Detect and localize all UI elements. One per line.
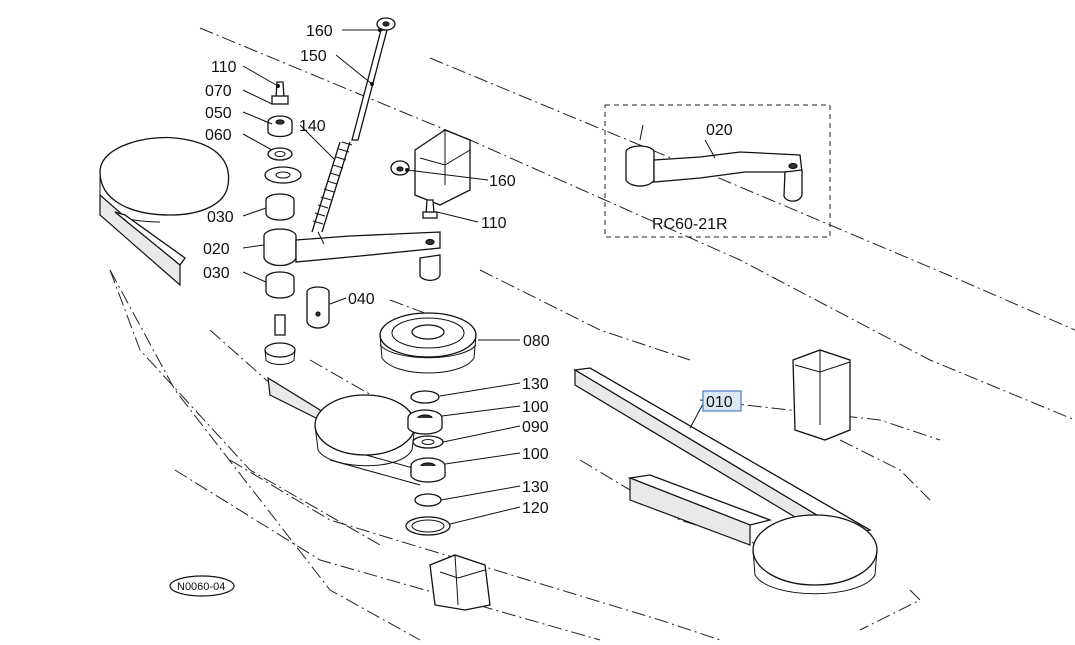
label-080: 080 (523, 333, 550, 350)
leader-lines (242, 29, 704, 525)
part-080-idler-pulley (379, 312, 477, 374)
label-140: 140 (299, 118, 326, 135)
part-050-washer (267, 147, 293, 161)
label-090: 090 (522, 419, 549, 436)
label-110-left: 110 (211, 59, 237, 76)
deck-bracket-bottom (429, 554, 491, 611)
label-110-right: 110 (481, 215, 507, 232)
right-spindle-pulley (752, 514, 878, 595)
label-100-top: 100 (522, 399, 549, 416)
label-020: 020 (203, 241, 230, 258)
label-130-bottom: 130 (522, 479, 549, 496)
part-160-nut-right (390, 160, 410, 176)
center-spindle-pulley (314, 394, 416, 467)
label-030-top: 030 (207, 209, 234, 226)
deck-outline (109, 27, 1075, 641)
part-120-snap-ring (405, 516, 451, 536)
label-030-bottom: 030 (203, 265, 230, 282)
label-070: 070 (205, 83, 232, 100)
inset-caption: RC60-21R (652, 216, 728, 233)
label-130-top: 130 (522, 376, 549, 393)
drawing-code: N0060-04 (177, 581, 225, 593)
part-110-bolt-left (271, 81, 289, 105)
highlight-010 (702, 390, 742, 412)
tension-bracket-block (414, 129, 471, 206)
part-100-bearing-top (407, 409, 443, 435)
label-120: 120 (522, 500, 549, 517)
label-150: 150 (300, 48, 327, 65)
part-130-snap-ring-bottom (414, 493, 442, 507)
label-050: 050 (205, 105, 232, 122)
part-150-rod (351, 17, 396, 141)
part-070-nut (267, 115, 293, 138)
leader-tips (276, 28, 409, 172)
part-040-sleeve (306, 286, 330, 329)
inset-detail-box (604, 104, 831, 238)
label-100-bottom: 100 (522, 446, 549, 463)
part-130-snap-ring-top (410, 390, 440, 404)
part-090-spacer (412, 435, 444, 449)
drawing-code-badge (169, 575, 235, 597)
label-010[interactable]: 010 (706, 394, 733, 411)
part-020-tension-arm (263, 228, 441, 282)
part-labels: 160 150 110 070 050 060 140 030 020 030 … (177, 23, 733, 593)
part-100-bearing-bottom (410, 457, 446, 483)
label-160-right: 160 (489, 173, 516, 190)
label-040: 040 (348, 291, 375, 308)
deck-bracket-right (792, 349, 851, 441)
pivot-pin (264, 314, 296, 365)
part-030-bushing-bottom (265, 271, 295, 299)
label-160-top: 160 (306, 23, 333, 40)
label-060: 060 (205, 127, 232, 144)
part-140-spring (311, 141, 353, 245)
part-110-bolt-right (422, 199, 438, 219)
label-inset-020: 020 (706, 122, 733, 139)
belt-010 (99, 193, 872, 552)
part-060-washer (264, 166, 302, 184)
part-030-bushing-top (265, 193, 295, 221)
